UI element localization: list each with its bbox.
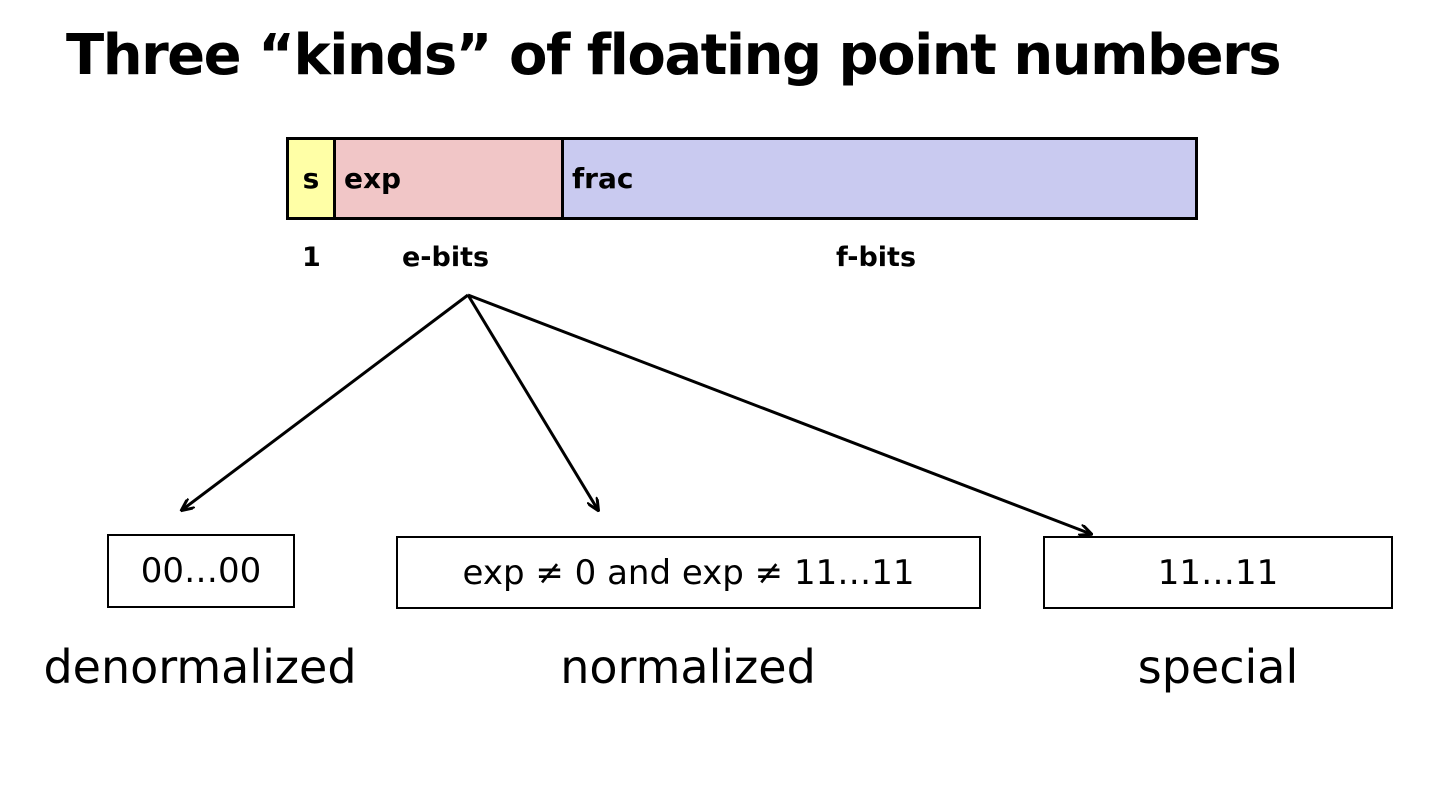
- denormalized-label: denormalized: [43, 640, 357, 694]
- normalized-exp-pattern: exp ≠ 0 and exp ≠ 11…11: [462, 552, 915, 593]
- exp-bit-count: e-bits: [402, 242, 490, 273]
- arrow-to-denormalized: [182, 293, 469, 510]
- frac-field: frac: [561, 137, 1198, 220]
- frac-field-label: frac: [572, 162, 634, 195]
- frac-bit-count: f-bits: [836, 242, 917, 273]
- denormalized-exp-pattern: 00…00: [140, 551, 262, 591]
- sign-bit-count: 1: [302, 242, 321, 273]
- arrow-to-normalized: [466, 294, 598, 510]
- sign-field-label: s: [302, 162, 320, 195]
- slide-title: Three “kinds” of floating point numbers: [66, 23, 1282, 88]
- normalized-exp-box: exp ≠ 0 and exp ≠ 11…11: [396, 536, 981, 609]
- special-label: special: [1137, 640, 1299, 694]
- exp-field-label: exp: [344, 162, 402, 195]
- special-exp-box: 11…11: [1043, 536, 1393, 609]
- normalized-label: normalized: [560, 640, 816, 694]
- special-exp-pattern: 11…11: [1157, 552, 1279, 593]
- denormalized-exp-box: 00…00: [107, 534, 295, 608]
- arrow-to-special: [467, 293, 1091, 534]
